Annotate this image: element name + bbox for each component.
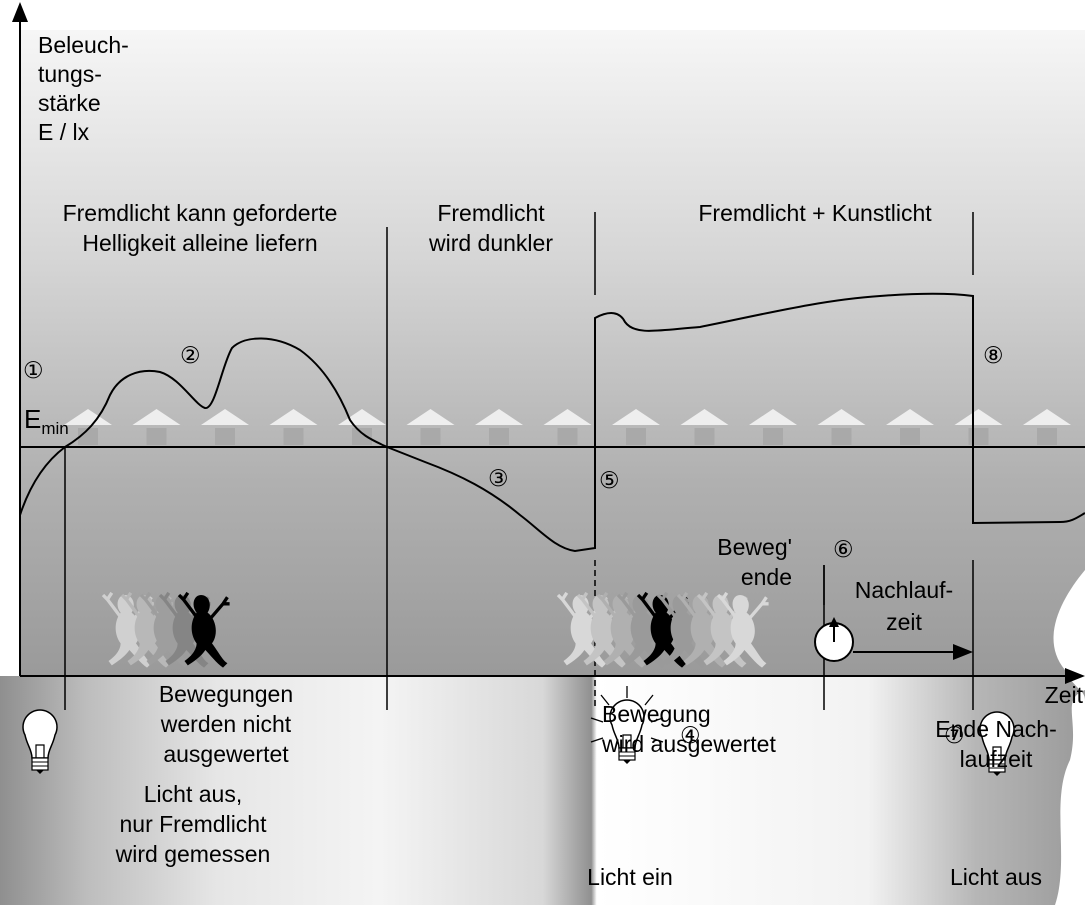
phase-2-heading-line-2: wird dunkler [428, 230, 553, 256]
phase-2-heading-line-1: Fremdlicht [437, 200, 545, 226]
follow-up-label-line-2: zeit [886, 609, 922, 635]
motion-end-label-line-2: ende [741, 564, 792, 590]
y-axis-label-line-4: E / lx [38, 119, 90, 145]
light-off-measure-line-2: nur Fremdlicht [120, 811, 268, 837]
house-body [695, 428, 715, 445]
light-on-label: Licht ein [587, 864, 673, 890]
follow-up-label-line-1: Nachlauf- [855, 577, 953, 603]
y-axis-label-line-3: stärke [38, 90, 101, 116]
house-body [284, 428, 304, 445]
house-body [832, 428, 852, 445]
house-body [558, 428, 578, 445]
house-body [215, 428, 235, 445]
house-body [969, 428, 989, 445]
not-evaluated-line-2: werden nicht [160, 711, 292, 737]
phase-1-heading-line-1: Fremdlicht kann geforderte [63, 200, 338, 226]
phase-3-heading: Fremdlicht + Kunstlicht [698, 200, 932, 226]
end-follow-up-line-2: laufzeit [960, 746, 1033, 772]
house-body [352, 428, 372, 445]
house-body [626, 428, 646, 445]
house-body [421, 428, 441, 445]
y-axis-label-line-2: tungs- [38, 61, 102, 87]
y-axis-label-line-1: Beleuch- [38, 32, 129, 58]
x-axis-label: Zeit [1045, 682, 1084, 708]
not-evaluated-line-3: ausgewertet [163, 741, 289, 767]
house-body [489, 428, 509, 445]
evaluated-line-1: Bewegung [602, 701, 711, 727]
marker-6: ⑥ [833, 537, 854, 563]
house-body [763, 428, 783, 445]
marker-1: ① [23, 358, 44, 384]
not-evaluated-line-1: Bewegungen [159, 681, 293, 707]
y-axis-arrow [12, 2, 28, 22]
marker-5: ⑤ [599, 468, 620, 494]
house-body [900, 428, 920, 445]
end-follow-up-line-1: Ende Nach- [935, 716, 1056, 742]
light-off-measure-line-1: Licht aus, [144, 781, 242, 807]
marker-8: ⑧ [983, 343, 1004, 369]
house-body [147, 428, 167, 445]
light-off-measure-line-3: wird gemessen [115, 841, 271, 867]
motion-end-label-line-1: Beweg' [717, 534, 792, 560]
house-body [1037, 428, 1057, 445]
marker-3: ③ [488, 466, 509, 492]
marker-2: ② [180, 343, 201, 369]
light-off-label: Licht aus [950, 864, 1042, 890]
phase-1-heading-line-2: Helligkeit alleine liefern [82, 230, 317, 256]
evaluated-line-2: wird ausgewertet [601, 731, 776, 757]
